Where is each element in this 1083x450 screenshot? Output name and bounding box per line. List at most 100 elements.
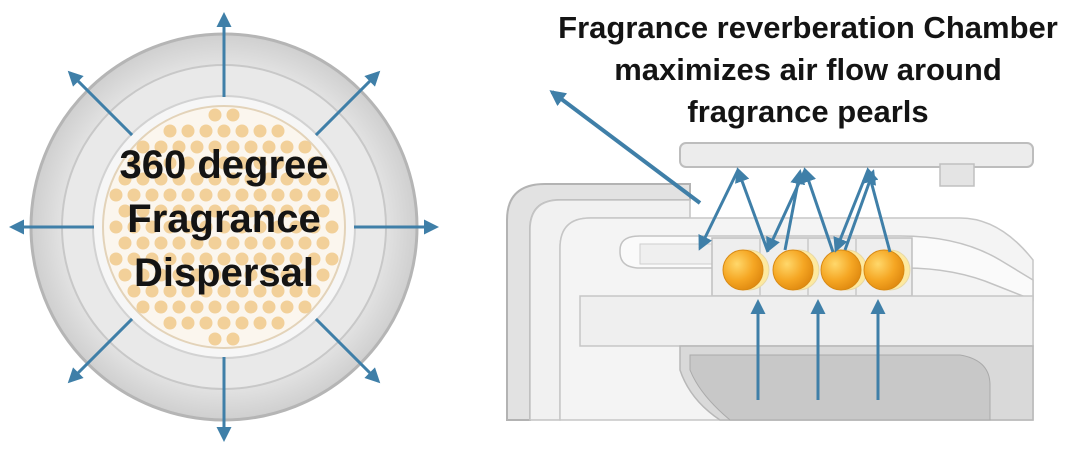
fragrance-dot <box>316 204 330 218</box>
airflow-arrow <box>801 167 835 253</box>
fragrance-dot <box>289 252 303 266</box>
fragrance-dot <box>253 220 267 234</box>
top-lid <box>679 142 1034 168</box>
fragrance-dot <box>163 220 177 234</box>
caption-line-2: maximizes air flow around <box>614 52 1002 87</box>
fragrance-dot <box>145 284 159 298</box>
fragrance-dot <box>136 140 150 154</box>
fragrance-dot <box>199 316 213 330</box>
fragrance-dot <box>199 124 213 138</box>
fragrance-dot <box>280 140 294 154</box>
fragrance-dot <box>244 268 258 282</box>
fragrance-dot <box>163 252 177 266</box>
fragrance-pearl <box>863 249 905 291</box>
fragrance-dot <box>262 236 276 250</box>
fragrance-dot <box>181 284 195 298</box>
fragrance-dot <box>109 220 123 234</box>
fragrance-dot <box>181 124 195 138</box>
fragrance-dot <box>127 252 141 266</box>
fragrance-dot <box>253 316 267 330</box>
fragrance-dot <box>226 236 240 250</box>
fragrance-pearl <box>820 249 862 291</box>
fragrance-dot <box>190 204 204 218</box>
dispersal-arrows <box>8 12 439 442</box>
fragrance-dot <box>217 220 231 234</box>
fragrance-dot <box>172 236 186 250</box>
fragrance-dot <box>244 172 258 186</box>
fragrance-dot <box>226 268 240 282</box>
fragrance-dot <box>190 268 204 282</box>
fragrance-dot <box>136 268 150 282</box>
airflow-arrow <box>549 90 702 205</box>
fragrance-dot <box>145 220 159 234</box>
fragrance-dot <box>154 300 168 314</box>
fragrance-dot <box>280 268 294 282</box>
fragrance-dot <box>190 300 204 314</box>
fragrance-dot <box>208 332 222 346</box>
fragrance-dot <box>181 188 195 202</box>
fragrance-dot <box>208 236 222 250</box>
fragrance-dot <box>298 140 312 154</box>
fragrance-dot <box>154 204 168 218</box>
fragrance-dot <box>271 284 285 298</box>
fragrance-dots <box>109 108 339 346</box>
fragrance-dot <box>199 252 213 266</box>
fragrance-dot <box>217 252 231 266</box>
dispersal-arrow <box>67 70 134 137</box>
fragrance-dot <box>127 188 141 202</box>
dispersal-label: 360 degree Fragrance Dispersal <box>119 143 328 295</box>
fragrance-dot <box>298 204 312 218</box>
fragrance-dot <box>280 300 294 314</box>
fragrance-dot <box>154 172 168 186</box>
fragrance-dot <box>208 204 222 218</box>
fragrance-dot <box>217 124 231 138</box>
fan-cavity <box>689 354 991 421</box>
caption-line-3: fragrance pearls <box>687 94 928 129</box>
fragrance-dot <box>217 188 231 202</box>
fragrance-dot <box>289 220 303 234</box>
fragrance-dot <box>325 220 339 234</box>
fragrance-dot <box>235 188 249 202</box>
fragrance-dot <box>262 172 276 186</box>
fragrance-dot <box>118 236 132 250</box>
fragrance-dot <box>181 316 195 330</box>
fragrance-dot <box>154 140 168 154</box>
fragrance-dot <box>190 140 204 154</box>
fragrance-dot <box>298 268 312 282</box>
fragrance-dot <box>253 252 267 266</box>
fragrance-dot <box>127 156 141 170</box>
fragrance-dot <box>226 332 240 346</box>
fragrance-dot <box>289 284 303 298</box>
fragrance-dot <box>208 268 222 282</box>
fragrance-dot <box>271 156 285 170</box>
fragrance-dot <box>163 124 177 138</box>
chamber-caption: Fragrance reverberation Chamber maximize… <box>558 10 1058 129</box>
fragrance-dot <box>235 252 249 266</box>
dispersal-arrow <box>67 317 134 384</box>
fragrance-dot <box>289 188 303 202</box>
fragrance-dot <box>226 204 240 218</box>
fragrance-dot <box>199 156 213 170</box>
fragrance-dot <box>271 124 285 138</box>
fragrance-dot <box>235 156 249 170</box>
caption-line-1: Fragrance reverberation Chamber <box>558 10 1058 45</box>
fragrance-dot <box>316 236 330 250</box>
fragrance-dot <box>235 124 249 138</box>
fragrance-dot <box>307 156 321 170</box>
fragrance-dot <box>298 236 312 250</box>
fragrance-dot <box>253 188 267 202</box>
airflow-arrows <box>549 90 892 400</box>
fragrance-dot <box>325 252 339 266</box>
fragrance-dot <box>307 252 321 266</box>
fragrance-dot <box>271 220 285 234</box>
fragrance-dot <box>307 284 321 298</box>
fragrance-dot <box>226 140 240 154</box>
tube-channel <box>639 243 721 265</box>
dispersal-arrow <box>314 317 381 384</box>
fragrance-dot <box>253 156 267 170</box>
fragrance-dot <box>253 124 267 138</box>
fragrance-dot <box>217 284 231 298</box>
fragrance-dot <box>244 204 258 218</box>
fragrance-dot <box>262 140 276 154</box>
fragrance-dot <box>136 300 150 314</box>
